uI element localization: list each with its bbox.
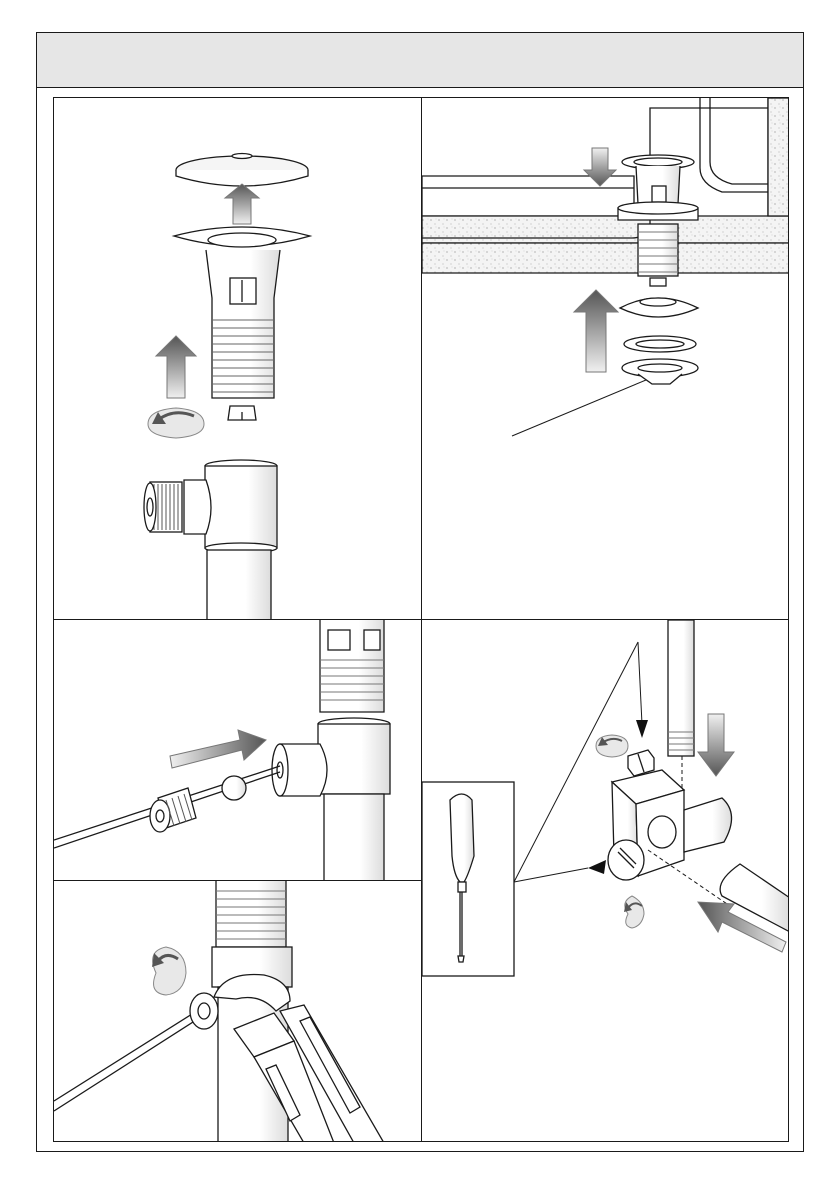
pivot-rod [54, 766, 280, 848]
rotate-arrow-icon [624, 896, 644, 928]
clevis-block [608, 750, 732, 906]
right-arrow-icon [170, 730, 266, 768]
panel-step-3 [53, 619, 422, 881]
rotate-arrow-icon [152, 947, 186, 995]
drain-tee-pipe [272, 620, 390, 881]
up-arrow-icon [225, 184, 259, 224]
up-arrow-icon [156, 336, 196, 398]
up-arrow-icon [574, 290, 618, 372]
drain-tee-pipe [144, 460, 277, 620]
panel-step-1 [53, 97, 422, 620]
pointer-arrow-icon [588, 860, 606, 874]
down-arrow-icon [698, 714, 734, 776]
panel-step-2 [421, 97, 789, 620]
page-frame [36, 32, 804, 1152]
rotate-arrow-icon [596, 735, 628, 757]
pivot-rod [54, 993, 218, 1111]
drain-cap [176, 154, 308, 187]
leader-line [512, 380, 646, 436]
leader-line [514, 868, 588, 882]
panel-step-5 [421, 619, 789, 1142]
panel-step-4 [53, 880, 422, 1142]
pop-up-drain-body [174, 227, 310, 420]
header-band [37, 33, 803, 88]
basin-countertop [422, 98, 789, 273]
screwdriver-inset [422, 782, 514, 976]
rotate-arrow-icon [148, 408, 204, 438]
pointer-arrow-icon [636, 720, 648, 738]
